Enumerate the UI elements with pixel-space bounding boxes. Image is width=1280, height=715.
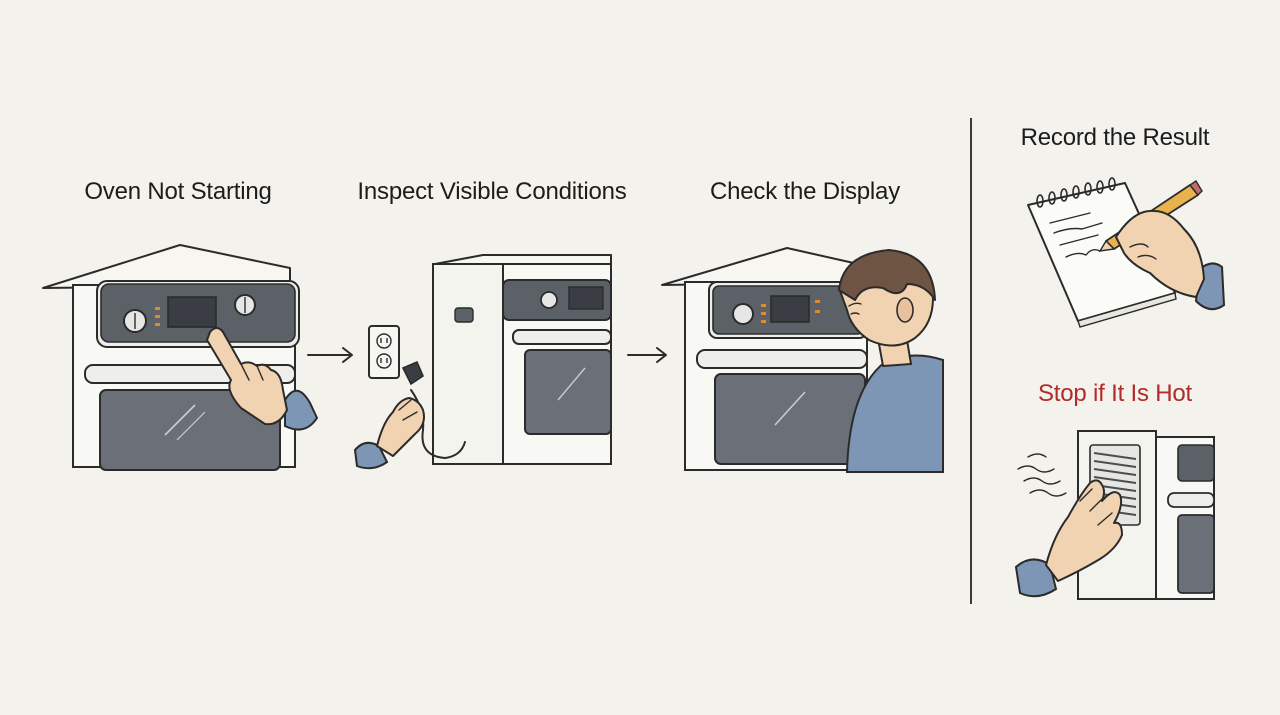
step-title-record-result: Record the Result: [1020, 124, 1210, 151]
oven-not-starting-illustration: [42, 244, 319, 471]
step-title-inspect-conditions: Inspect Visible Conditions: [357, 178, 627, 205]
step-title-check-display: Check the Display: [709, 178, 901, 205]
record-result-illustration: [1027, 177, 1225, 328]
oven-icon: [432, 254, 612, 465]
step-title-stop-if-hot: Stop if It Is Hot: [1038, 380, 1192, 407]
hand-icon: [1014, 479, 1123, 598]
stop-if-hot-illustration: [1014, 430, 1215, 600]
oven-icon: [42, 244, 300, 471]
power-outlet-icon: [368, 325, 400, 379]
section-divider: [970, 118, 972, 604]
hand-icon: [1115, 209, 1225, 311]
inspect-conditions-illustration: [353, 254, 612, 470]
oven-icon: [661, 247, 868, 471]
heat-waves-icon: [1017, 453, 1067, 497]
person-icon: [837, 249, 944, 473]
check-display-illustration: [661, 247, 944, 473]
pointing-hand-icon: [206, 327, 319, 431]
arrow-right-icon: [627, 347, 667, 363]
hand-icon: [353, 397, 425, 470]
arrow-right-icon: [307, 347, 353, 363]
step-title-oven-not-starting: Oven Not Starting: [84, 178, 272, 205]
